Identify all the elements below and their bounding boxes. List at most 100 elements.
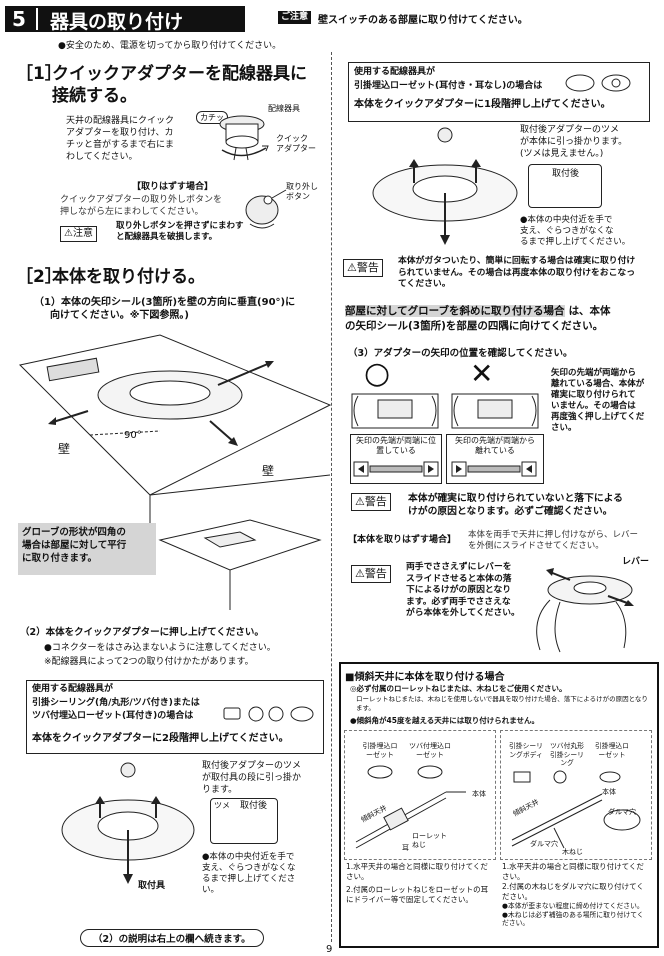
step2-sub1: （1）本体の矢印シール(3箇所)を壁の方向に垂直(90°)に向けてください。※下… [34, 297, 296, 321]
two-step-tsume: ツメ [214, 801, 230, 810]
slope-note2: ローレットねじまたは、木ねじを使用しないで器具を取り付けた場合、落下によるけがの… [356, 695, 648, 712]
step1-caution-text: 取り外しボタンを押さずにまわすと配線器具を破損します。 [116, 221, 244, 242]
wiring-devices-icons [223, 706, 314, 722]
arrow-check-figure [351, 393, 539, 429]
one-step-detail-label: 取付後 [552, 169, 580, 179]
warning-label-3: ⚠警告 [351, 565, 391, 583]
step1-body: 天井の配線器具にクイックアダプターを取り付け、カ チッと音がするまで右にまわして… [66, 116, 175, 162]
ng-arrow-figure [451, 461, 537, 477]
step2-sub2: （2）本体をクイックアダプターに押し上げてください。 [20, 627, 264, 638]
square-glove-figure [158, 519, 322, 610]
diagonal-note: 部屋に対してグローブを斜めに取り付ける場合は、本体 の矢印シール(3箇所)を部屋… [345, 305, 611, 332]
one-step-figure [372, 127, 518, 245]
continue-note: （2）の説明は右上の欄へ続きます。 [80, 929, 264, 947]
rosette-icons [565, 74, 631, 92]
wall-label-1: 壁 [58, 442, 71, 456]
warning-label-2: ⚠警告 [351, 493, 391, 511]
diagonal-highlight: 部屋に対してグローブを斜めに取り付ける場合 [345, 305, 565, 317]
warning-text-2: 本体が確実に取り付けられていないと落下によるけがの原因となります。必ずご確認くだ… [408, 493, 623, 517]
quick-adapter-figure [219, 115, 269, 161]
slope-right-label-1: 引掛シーリングボディ [509, 742, 543, 759]
two-step-box-line2: 引掛シーリング(角/丸形/ツバ付き)または [32, 698, 200, 708]
two-step-hold-note: ●本体の中央付近を手で支え、ぐらつきがなくなるまで押し上げてください。 [202, 852, 296, 895]
step1-caution: ⚠注意 [60, 221, 97, 242]
one-step-detail [528, 164, 602, 208]
one-step-hold-note: ●本体の中央付近を手で支え、ぐらつきがなくなるまで押し上げてください。 [520, 215, 631, 247]
slope-right-figure [511, 770, 641, 849]
one-step-box-line2: 引掛埋込ローゼット(耳付き・耳なし)の場合は [354, 81, 543, 91]
step1-title-2: 接続する。 [52, 86, 137, 106]
slope-note1: ◎必ず付属のローレットねじまたは、木ねじをご使用ください。 [350, 684, 567, 693]
section-divider [36, 8, 38, 30]
step2-note1: ●コネクターをはさみ込まないように注意してください。 [44, 643, 276, 653]
section-number: 5 [12, 7, 26, 31]
two-step-box [26, 680, 324, 754]
slope-title: ■傾斜天井に本体を取り付ける場合 [345, 672, 505, 683]
lever-figure [536, 568, 634, 653]
step2-title: 本体を取り付ける。 [52, 267, 205, 287]
remove-button-label: 取り外しボタン [286, 182, 318, 201]
slope-right-screw: 木ねじ [562, 848, 583, 856]
slope-left-steps: 1.水平天井の場合と同様に取り付けてください。 2.付属のローレットねじをローゼ… [346, 862, 489, 904]
slope-left-knurl: ローレットねじ [412, 832, 447, 849]
header-bar [5, 6, 245, 32]
caution-label: ⚠注意 [60, 226, 97, 242]
step1-number: ［1］ [16, 64, 62, 84]
slope-right-dowel-2: ダルマ穴 [530, 840, 558, 848]
step1-remove-body: クイックアダプターの取り外しボタンを押しながら左にまわしてください。 [60, 195, 223, 217]
step1-remove-title: 【取りはずす場合】 [132, 182, 214, 192]
ok-caption-box [350, 434, 442, 484]
angle-label: 90° [124, 430, 142, 441]
step3-title: （3）アダプターの矢印の位置を確認してください。 [348, 348, 573, 359]
section-title: 器具の取り付け [50, 11, 184, 33]
one-step-caption: 取付後アダプターのツメが本体に引っ掛かります。(ツメは見えません。) [520, 125, 628, 159]
slope-right-label-2: ツバ付丸形引掛シーリング [550, 742, 584, 767]
one-step-box-title: 使用する配線器具が [354, 67, 436, 77]
slope-right-panel [500, 730, 652, 860]
two-step-detail-label: 取付後 [240, 801, 268, 811]
two-step-instruction: 本体をクイックアダプターに2段階押し上げてください。 [32, 733, 289, 744]
slope-left-label-1: 引掛埋込ローゼット [362, 742, 398, 759]
remove-body-title: 【本体を取りはずす場合】 [348, 535, 457, 545]
slope-left-ear: 耳 [402, 844, 409, 852]
two-step-detail [210, 798, 278, 844]
slope-left-figure [355, 765, 466, 849]
one-step-box [348, 62, 650, 122]
wall-orientation-figure [18, 334, 332, 535]
slope-box [339, 662, 659, 948]
ng-caption-box [446, 434, 544, 484]
ok-symbol: ○ [364, 356, 391, 391]
two-step-box-line3: ツバ付埋込ローゼット(耳付き)の場合は [32, 711, 194, 721]
caution-badge: ご注意 [278, 11, 312, 24]
page-number: 9 [326, 944, 333, 955]
remove-body-text: 本体を両手で天井に押し付けながら、レバーを外側にスライドさせてください。 [468, 530, 639, 551]
warning-label-1: ⚠警告 [343, 259, 383, 277]
one-step-instruction: 本体をクイックアダプターに1段階押し上げてください。 [354, 99, 611, 110]
ok-arrow-figure [353, 461, 439, 477]
arrow-side-note: 矢印の先端が両端から離れている場合、本体が確実に取り付けられて いません。その場… [551, 368, 645, 433]
wall-label-2: 壁 [262, 464, 275, 478]
warning-text-3: 両手でささえずにレバーをスライドさせると本体の落下によるけがの原因となり ます。… [406, 562, 520, 618]
warning-text-1: 本体がガタついたり、簡単に回転する場合は確実に取り付けられていません。その場合は… [398, 256, 636, 289]
two-step-base-label: 取付具 [138, 881, 166, 891]
slope-left-label-2: ツバ付埋込ローゼット [409, 742, 451, 759]
slope-right-dowel: ダルマ穴 [608, 808, 636, 816]
slope-note3: ●傾斜角が45度を越える天井には取り付けられません。 [350, 716, 540, 725]
two-step-caption: 取付後アダプターのツメが取付具の段に引っ掛かります。 [202, 761, 302, 795]
slope-left-body: 本体 [472, 790, 486, 798]
safety-note: ●安全のため、電源を切ってから取り付けてください。 [58, 41, 282, 51]
slope-right-steps: 1.水平天井の場合と同様に取り付けてください。 2.付属の木ねじをダルマ穴に取り… [502, 862, 644, 927]
wiring-label: 配線器具 [268, 104, 300, 113]
ng-caption: 矢印の先端が両端から離れている [455, 436, 535, 455]
ng-symbol: ✕ [470, 357, 494, 390]
square-glove-note: グローブの形状が四角の場合は部屋に対して平行に取り付きます。 [18, 523, 156, 575]
slope-right-body: 本体 [602, 788, 616, 796]
step2-note2: ※配線器具によって2つの取り付けかたがあります。 [44, 657, 254, 667]
quick-label: クイックアダプター [276, 134, 316, 153]
slope-left-panel [344, 730, 496, 860]
lever-label: レバー [622, 557, 650, 567]
column-divider [331, 52, 332, 942]
caution-text: 壁スイッチのある部屋に取り付けてください。 [318, 15, 528, 26]
step1-title-1: クイックアダプターを配線器具に [52, 64, 307, 84]
two-step-box-title: 使用する配線器具が [32, 684, 114, 694]
